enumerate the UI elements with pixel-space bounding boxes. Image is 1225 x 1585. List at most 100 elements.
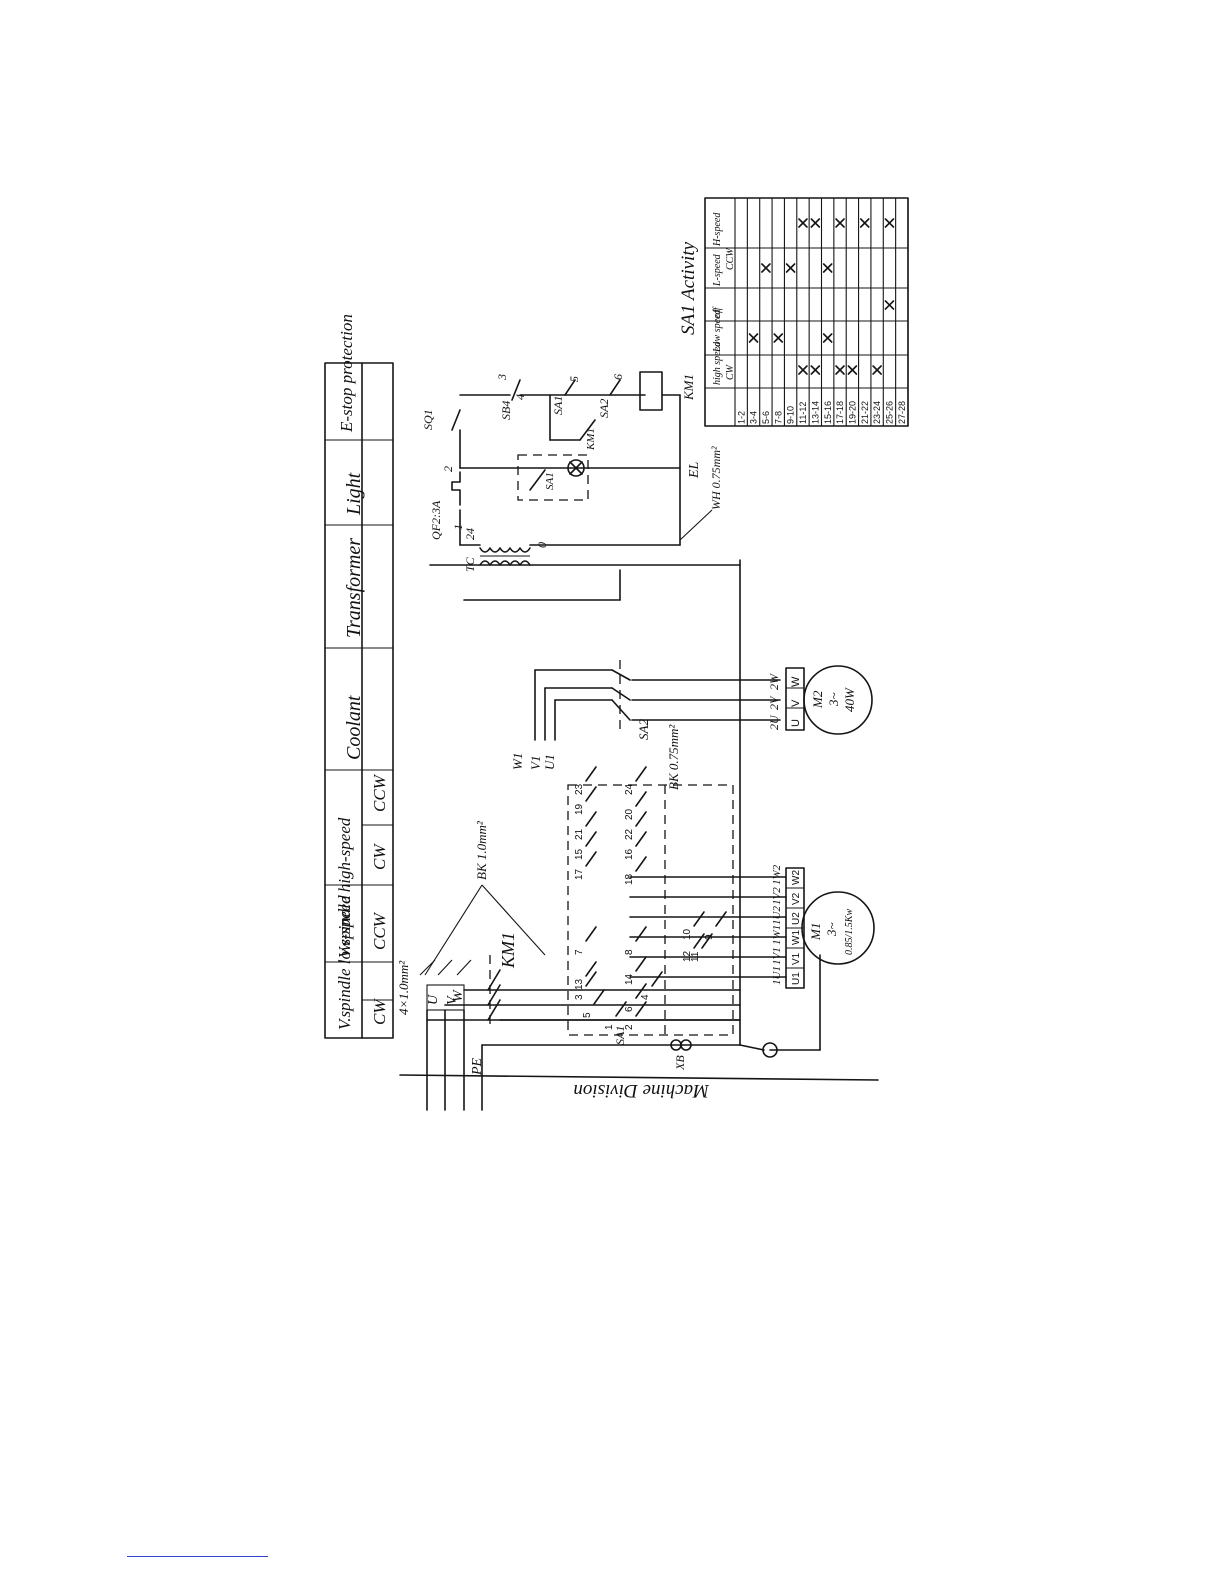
- wh-075-label: WH 0.75mm²: [709, 446, 723, 510]
- sa1-label: SA1: [613, 1026, 627, 1045]
- sa1-contact-17: 17: [574, 868, 585, 880]
- sa1-contact-8: 8: [624, 949, 635, 955]
- sa1-lamp-label: SA1: [544, 472, 556, 490]
- node-3: 3: [495, 374, 509, 381]
- sa1-contact-blade-6: [635, 983, 647, 999]
- sa1-contact-22: 22: [624, 828, 635, 840]
- v1-label-u1: U1: [542, 754, 557, 770]
- sa1-contact-blade-13: [585, 961, 597, 977]
- activity-row-1-2: 1-2: [736, 411, 746, 424]
- sa1-contact-24: 24: [624, 783, 635, 795]
- m1-phase: 3~: [824, 922, 839, 937]
- m1-terminal-v1: V1: [791, 952, 802, 965]
- m2-rating: 40W: [842, 687, 857, 712]
- m2-terminal-w: W: [790, 676, 802, 687]
- sa1-contact-blade-14: [635, 956, 647, 972]
- activity-mark-cross-1: [761, 263, 771, 273]
- activity-header-1: Low speed: [712, 309, 723, 354]
- m2-name: M2: [810, 690, 825, 709]
- activity-mark-cross-9: [822, 263, 833, 273]
- activity-row-17-18: 17-18: [835, 401, 845, 424]
- activity-mark-cross-2: [773, 333, 784, 343]
- sa1-contact-15: 15: [574, 848, 585, 860]
- m1-wire-1w2: 1W2: [771, 864, 783, 885]
- dir-ccw-2: CCW: [370, 773, 389, 812]
- sa1-contact-19: 19: [574, 803, 585, 815]
- sa1-contact-blade-16: [635, 831, 647, 847]
- header-low-speed: V.spindle low-speed: [335, 895, 354, 1030]
- sa1-contact-blade-3: [585, 971, 597, 987]
- sa1-contact-blade-21: [585, 811, 597, 827]
- activity-row-5-6: 5-6: [761, 411, 771, 424]
- sa1-contact-blade-9: [715, 911, 727, 927]
- m2-terminal-v: V: [790, 699, 802, 707]
- sa1-contact-blade-18: [635, 856, 647, 872]
- sa2-switch: SA2 W1 V1 U1: [510, 660, 781, 770]
- activity-header-2: off: [712, 306, 723, 318]
- activity-row-3-4: 3-4: [749, 411, 759, 424]
- wire-spec: 4×1.0mm²: [396, 960, 411, 1015]
- header-high-speed: V.spindle high-speed: [335, 817, 354, 958]
- m2-terminal-u: U: [790, 719, 802, 727]
- activity-row-7-8: 7-8: [773, 411, 783, 424]
- m1-terminal-v2: V2: [791, 892, 802, 905]
- m1-name: M1: [808, 923, 823, 941]
- activity-row-9-10: 9-10: [786, 406, 796, 424]
- activity-mark-cross-3: [785, 263, 796, 273]
- activity-row-19-20: 19-20: [847, 401, 857, 424]
- km1-aux-label: KM1: [585, 428, 597, 451]
- activity-mark-cross-14: [872, 365, 882, 375]
- node-4: 4: [513, 394, 527, 400]
- node-5: 5: [567, 376, 581, 382]
- node-2: 2: [441, 466, 455, 472]
- phase-v: V: [445, 995, 460, 1005]
- activity-header-3: L-speed: [712, 253, 723, 287]
- header-table: V.spindle low-speed V.spindle high-speed…: [324, 314, 394, 1039]
- m2-phase: 3~: [826, 692, 841, 707]
- sa1-contact-blade-12: [693, 933, 705, 949]
- activity-mark-cross-0: [748, 333, 759, 343]
- activity-mark-cross-6: [810, 365, 821, 375]
- activity-mark-cross-8: [822, 333, 833, 343]
- activity-row-25-26: 25-26: [885, 401, 895, 424]
- m1-wire-1v2: 1V2: [771, 887, 783, 905]
- m2-wire-2u: 2U: [767, 714, 781, 730]
- header-estop: E-stop protection: [337, 314, 356, 433]
- activity-mark-cross-11: [835, 218, 845, 228]
- header-coolant: Coolant: [343, 695, 365, 760]
- pe-label: PE: [470, 1057, 485, 1076]
- sa1-contact-blade-7: [585, 926, 597, 942]
- activity-title: SA1 Activity: [678, 241, 699, 335]
- activity-mark-cross-13: [859, 218, 870, 228]
- km1-contactor: KM1: [487, 932, 741, 1030]
- activity-row-27-28: 27-28: [897, 401, 907, 424]
- activity-row-23-24: 23-24: [872, 401, 882, 424]
- bk-10-label: BK 1.0mm²: [474, 820, 489, 880]
- tc-label: TC: [463, 556, 477, 572]
- v1-label-v1: V1: [528, 756, 543, 770]
- sa1-contact-20: 20: [624, 808, 635, 820]
- el-label: EL: [687, 461, 702, 479]
- sa1-contact-14: 14: [624, 973, 635, 985]
- activity-row-13-14: 13-14: [810, 401, 820, 424]
- sa1-contact-13: 13: [574, 978, 585, 990]
- sb4-label: SB4: [499, 401, 513, 420]
- sa1-contact-blade-1: [615, 1001, 627, 1017]
- km1-label: KM1: [498, 932, 518, 969]
- activity-mark-cross-7: [810, 218, 821, 228]
- dir-cw-2: CW: [370, 843, 389, 870]
- activity-mark-cross-10: [835, 365, 845, 375]
- km1-coil-label: KM1: [681, 374, 696, 401]
- tc-24: 24: [463, 528, 477, 540]
- m1-rating: 0.85/1.5Kw: [844, 909, 855, 955]
- m1-wire-1u2: 1U2: [771, 906, 783, 925]
- m1-terminal-u2: U2: [791, 912, 802, 925]
- activity-row-21-22: 21-22: [860, 401, 870, 424]
- footer-rule: [127, 1556, 268, 1557]
- sa1-contact-blade-19: [585, 786, 597, 802]
- machine-division-label: Machine Division: [573, 1080, 710, 1101]
